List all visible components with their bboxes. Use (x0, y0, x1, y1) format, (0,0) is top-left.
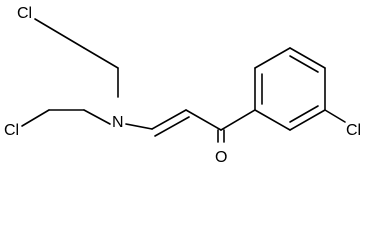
ring-bond-2 (254, 47, 291, 69)
enaminone-chain (125, 109, 256, 143)
bond-ch2-ch2-upper (83, 47, 119, 69)
ring-double-inner-3 (289, 105, 319, 123)
atom-label-cl-ring: Cl (346, 122, 361, 139)
bond-cl-ch2-lower (21, 109, 50, 127)
atom-label-cl-top: Cl (17, 5, 32, 22)
chlorophenyl-ring (254, 47, 346, 131)
ring-bond-5 (289, 109, 326, 131)
bond-vinyl-double-b (154, 116, 190, 137)
bond-ch2-n-lower (83, 109, 111, 125)
atom-label-oxygen: O (215, 149, 227, 166)
atom-label-nitrogen: N (112, 114, 124, 131)
upper-chloroethyl-arm (34, 18, 119, 98)
bond-n-vinyl (125, 123, 153, 130)
chemical-structure-diagram: Cl Cl N O Cl (4, 5, 361, 166)
lower-chloroethyl-arm (21, 109, 111, 127)
bond-ring-cl (324, 109, 346, 123)
bond-vinyl-carbonyl (185, 109, 222, 131)
bond-vinyl-double-a (151, 109, 187, 130)
ring-bond-3 (289, 47, 326, 69)
ring-double-inner-2 (289, 55, 319, 73)
atom-label-cl-left: Cl (4, 122, 19, 139)
bond-cl-ch2-upper (34, 18, 85, 49)
ring-bond-6 (254, 109, 291, 131)
bond-carbonyl-ring (220, 109, 256, 131)
